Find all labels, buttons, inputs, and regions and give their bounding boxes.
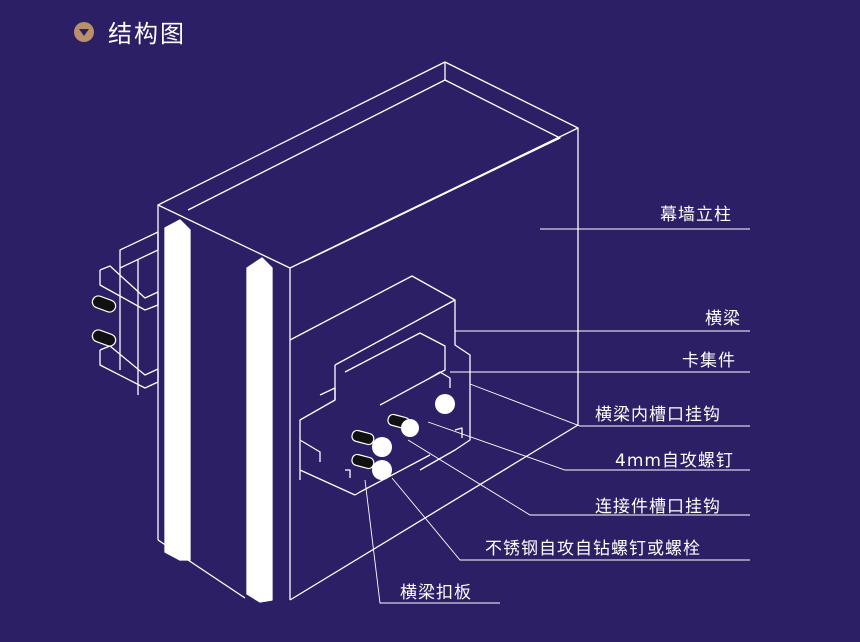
label-column: 幕墙立柱 bbox=[660, 205, 732, 225]
label-beam: 横梁 bbox=[705, 309, 741, 329]
page-title: 结构图 bbox=[108, 20, 186, 48]
column-box bbox=[157, 61, 579, 600]
screws bbox=[91, 295, 455, 480]
label-stainless-screw: 不锈钢自攻自钻螺钉或螺栓 bbox=[485, 539, 701, 559]
label-beam-groove-hook: 横梁内槽口挂钩 bbox=[595, 405, 721, 425]
label-connector-groove-hook: 连接件槽口挂钩 bbox=[595, 497, 721, 517]
front-bars bbox=[164, 219, 273, 603]
section-header: 结构图 bbox=[74, 14, 186, 49]
label-beam-cover: 横梁扣板 bbox=[400, 583, 472, 603]
leader-lines bbox=[364, 228, 750, 604]
label-screw-4mm: 4mm自攻螺钉 bbox=[615, 451, 734, 471]
triangle-down-icon bbox=[74, 21, 94, 42]
label-clip: 卡集件 bbox=[682, 351, 736, 371]
left-bracket bbox=[99, 231, 159, 395]
beam-profile bbox=[289, 275, 471, 496]
